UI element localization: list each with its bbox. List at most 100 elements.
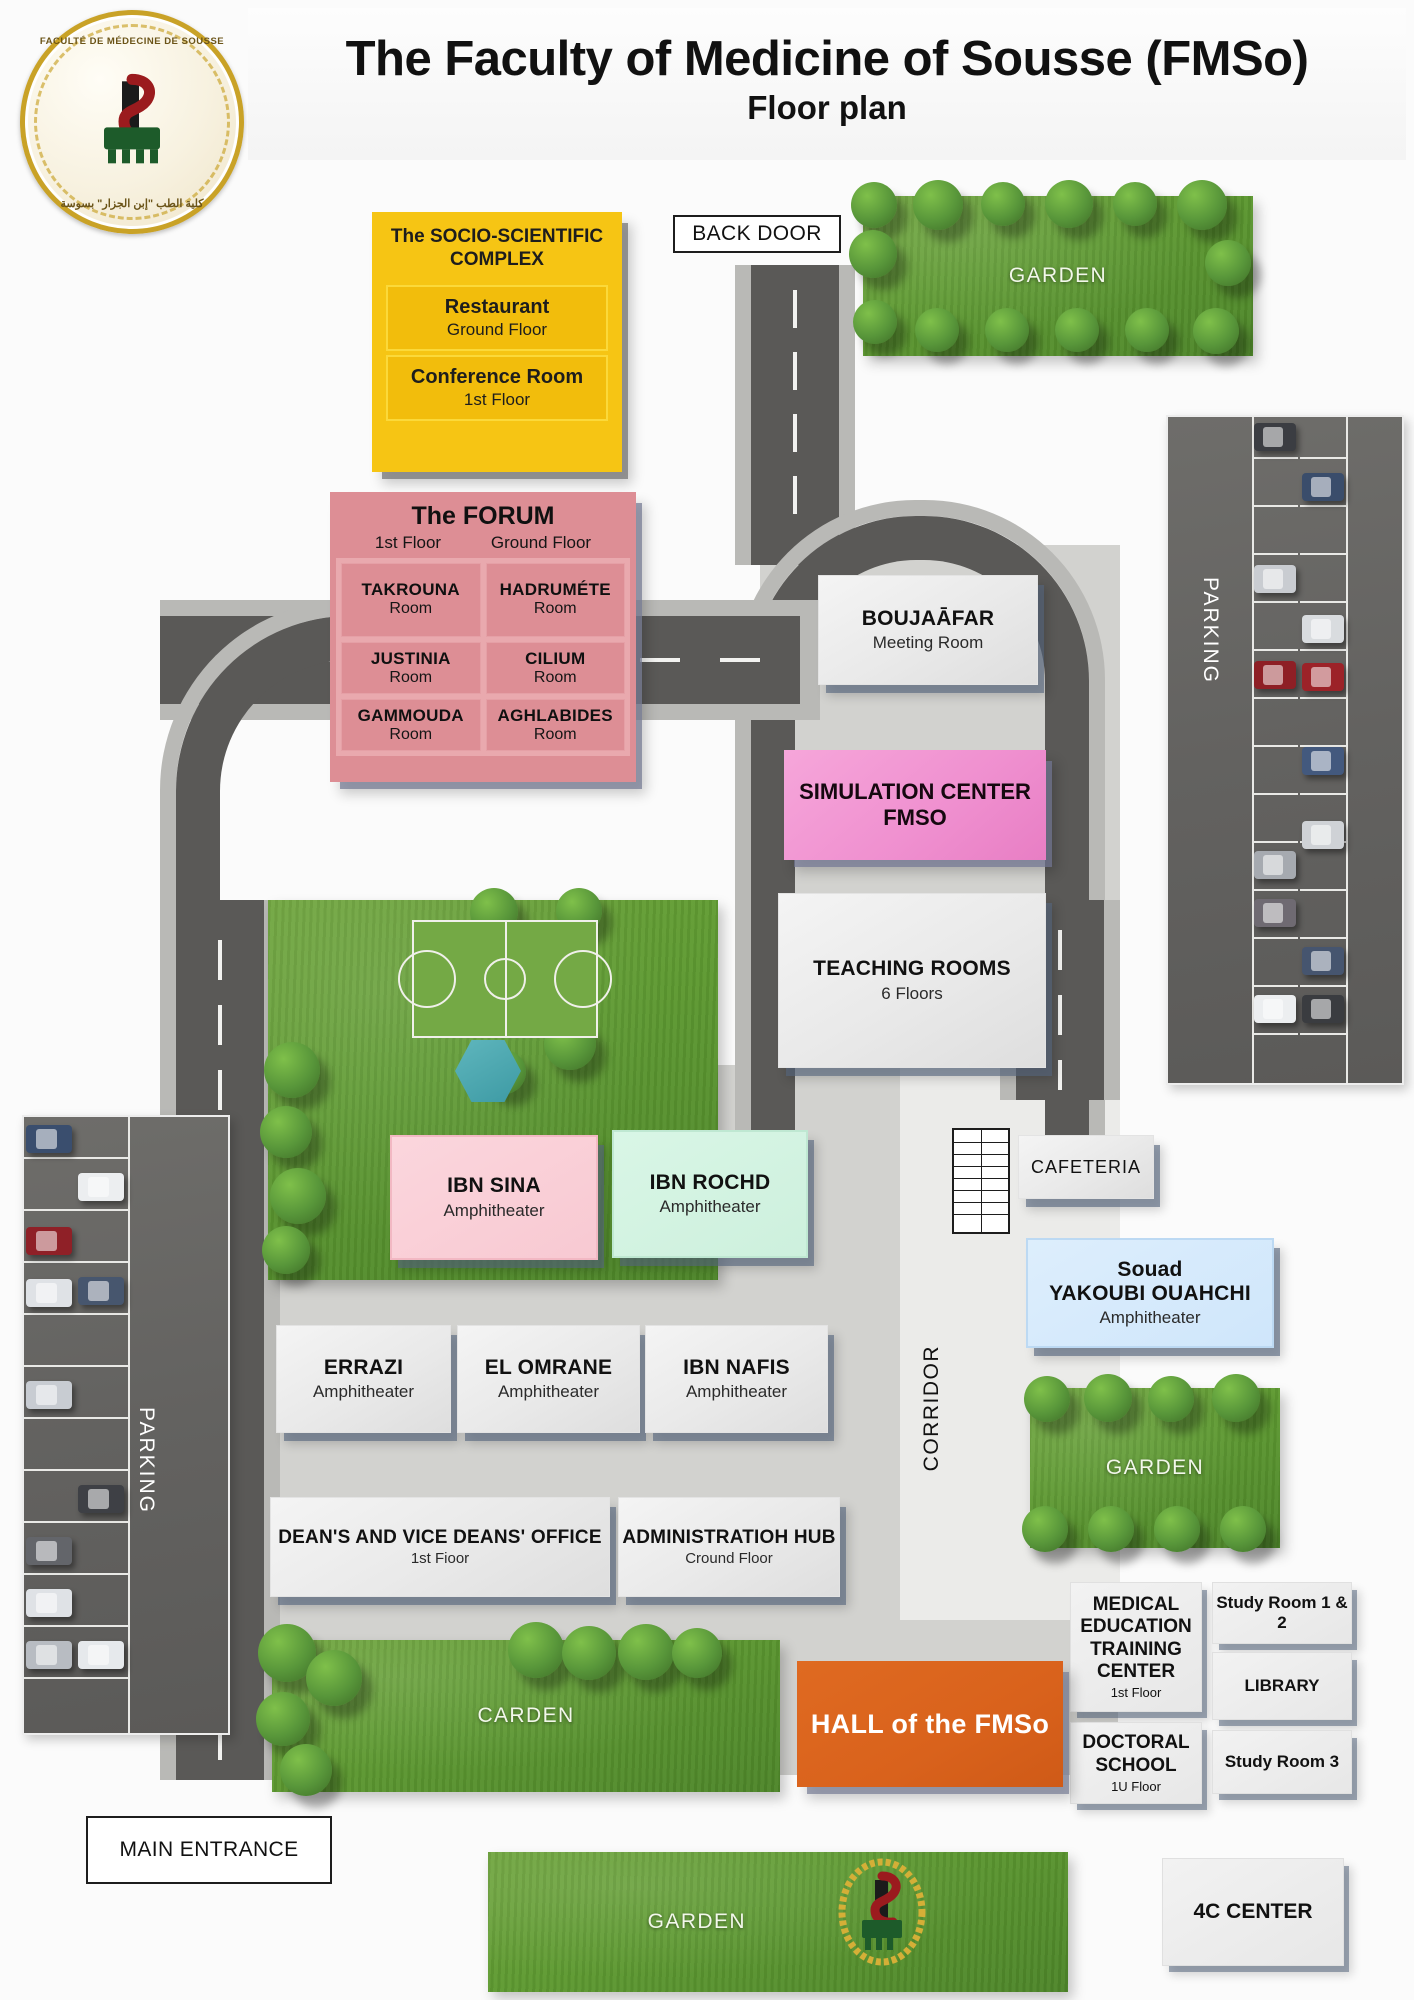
forum-floor-left: 1st Floor [374,533,442,552]
room-name: CILIUM [525,649,586,668]
conference-room-floor: 1st Floor [463,389,531,409]
hall-name: HALL of the FMSo [810,1708,1050,1739]
page-subtitle: Floor plan [747,89,907,127]
forum-room-cilium[interactable]: CILIUM Room [485,642,625,694]
parking-right-label: PARKING [1199,577,1222,684]
amphitheater-souad-yakoubi-ouahchi[interactable]: Souad YAKOUBI OUAHCHI Amphitheater [1026,1238,1274,1348]
back-door-label: BACK DOOR [692,222,822,245]
deans-office[interactable]: DEAN'S AND VICE DEANS' OFFICE 1st Fioor [270,1497,610,1597]
souad-line2: YAKOUBI OUAHCHI [1049,1282,1251,1305]
room-name: HADRUMÉTE [499,580,611,599]
car-icon [1302,821,1344,849]
teaching-rooms-floors: 6 Floors [881,983,943,1003]
study-room-1-2-name: Study Room 1 & 2 [1216,1593,1348,1632]
car-icon [78,1641,124,1669]
ibn-sina-sub: Amphitheater [443,1200,545,1220]
medical-education-training-center[interactable]: MEDICAL EDUCATION TRAINING CENTER 1st Fl… [1070,1582,1202,1712]
sign-back-door[interactable]: BACK DOOR [673,215,841,253]
el-omrane-name: EL OMRANE [484,1355,613,1379]
boujaafar-meeting-room[interactable]: BOUJAĀFAR Meeting Room [818,575,1038,685]
hall-of-the-fmso[interactable]: HALL of the FMSo [797,1661,1063,1787]
simulation-center-fmso[interactable]: SIMULATION CENTER FMSO [784,750,1046,860]
car-icon [26,1641,72,1669]
sign-main-entrance[interactable]: MAIN ENTRANCE [86,1816,332,1884]
room-name: TAKROUNA [361,580,460,599]
ibn-rochd-sub: Amphitheater [659,1197,761,1217]
amphitheater-ibn-sina[interactable]: IBN SINA Amphitheater [390,1135,598,1260]
corridor-label: CORRIDOR [920,1345,943,1472]
restaurant-room[interactable]: Restaurant Ground Floor [386,284,608,351]
pool-icon [455,1040,521,1102]
car-icon [1302,747,1344,775]
ibn-rochd-name: IBN ROCHD [649,1170,771,1194]
car-icon [26,1125,72,1153]
ibn-nafis-name: IBN NAFIS [683,1355,790,1379]
study-room-1-2[interactable]: Study Room 1 & 2 [1212,1582,1352,1644]
garden-right-label: GARDEN [1105,1456,1205,1479]
garden-top: GARDEN [849,180,1253,356]
deans-office-floor: 1st Fioor [410,1550,470,1568]
souad-line1: Souad [1117,1257,1183,1281]
teaching-rooms[interactable]: TEACHING ROOMS 6 Floors [778,893,1046,1068]
doctoral-school-floor: 1U Floor [1111,1778,1161,1794]
garden-bottom: GARDEN [488,1852,1068,1992]
cafeteria[interactable]: CAFETERIA [1018,1135,1154,1199]
doctoral-school[interactable]: DOCTORAL SCHOOL 1U Floor [1070,1722,1202,1804]
conference-room-name: Conference Room [410,365,584,388]
car-icon [1302,663,1344,691]
forum-room-hadrumete[interactable]: HADRUMÉTE Room [485,563,625,637]
car-icon [26,1589,72,1617]
room-name: JUSTINIA [370,649,451,668]
garden-bottom-label: GARDEN [647,1910,746,1933]
conference-room[interactable]: Conference Room 1st Floor [386,354,608,421]
metc-name: MEDICAL EDUCATION TRAINING CENTER [1080,1594,1192,1682]
errazi-name: ERRAZI [323,1355,404,1379]
logo-text-top: FACULTÉ DE MÉDECINE DE SOUSSE [39,36,225,47]
the-forum[interactable]: The FORUM 1st Floor Ground Floor TAKROUN… [330,492,636,782]
socio-complex-title: The SOCIO-SCIENTIFIC COMPLEX [390,226,604,270]
4c-center[interactable]: 4C CENTER [1162,1858,1344,1966]
room-type: Room [533,600,577,617]
forum-title: The FORUM [411,502,555,530]
garden-right: GARDEN [1022,1374,1280,1552]
car-icon [1302,615,1344,643]
header-band: The Faculty of Medicine of Sousse (FMSo)… [248,8,1406,160]
socio-scientific-complex[interactable]: The SOCIO-SCIENTIFIC COMPLEX Restaurant … [372,212,622,472]
4c-center-name: 4C CENTER [1193,1900,1313,1923]
parking-left: PARKING [22,1115,230,1735]
room-type: Room [389,726,433,743]
boujaafar-name: BOUJAĀFAR [861,606,995,630]
car-icon [1254,851,1296,879]
library[interactable]: LIBRARY [1212,1652,1352,1720]
car-icon [78,1173,124,1201]
car-icon [1254,661,1296,689]
car-icon [1254,423,1296,451]
car-icon [1302,473,1344,501]
amphitheater-errazi[interactable]: ERRAZI Amphitheater [276,1325,451,1433]
main-entrance-label: MAIN ENTRANCE [119,1838,299,1861]
forum-room-aghlabides[interactable]: AGHLABIDES Room [485,699,625,751]
garden-top-label: GARDEN [1008,264,1108,287]
forum-floor-right: Ground Floor [490,533,592,552]
administration-hub[interactable]: ADMINISTRATIOH HUB Cround Floor [618,1497,840,1597]
page-title: The Faculty of Medicine of Sousse (FMSo) [345,32,1309,86]
forum-room-takrouna[interactable]: TAKROUNA Room [341,563,481,637]
ibn-sina-name: IBN SINA [447,1174,541,1198]
study-room-3-name: Study Room 3 [1224,1752,1340,1771]
car-icon [1254,565,1296,593]
deans-office-name: DEAN'S AND VICE DEANS' OFFICE [278,1526,602,1548]
fmso-seal-logo: FACULTÉ DE MÉDECINE DE SOUSSE كلية الطب … [20,10,244,234]
forum-room-justinia[interactable]: JUSTINIA Room [341,642,481,694]
room-type: Room [533,726,577,743]
amphitheater-ibn-nafis[interactable]: IBN NAFIS Amphitheater [645,1325,828,1433]
doctoral-school-name: DOCTORAL SCHOOL [1082,1732,1190,1776]
amphitheater-ibn-rochd[interactable]: IBN ROCHD Amphitheater [612,1130,808,1258]
car-icon [26,1279,72,1307]
amphitheater-el-omrane[interactable]: EL OMRANE Amphitheater [457,1325,640,1433]
car-icon [26,1227,72,1255]
room-name: GAMMOUDA [357,706,464,725]
car-icon [78,1485,124,1513]
study-room-3[interactable]: Study Room 3 [1212,1730,1352,1794]
logo-text-bottom: كلية الطب "إبن الجزار" بسوسة [60,198,204,210]
forum-room-gammouda[interactable]: GAMMOUDA Room [341,699,481,751]
